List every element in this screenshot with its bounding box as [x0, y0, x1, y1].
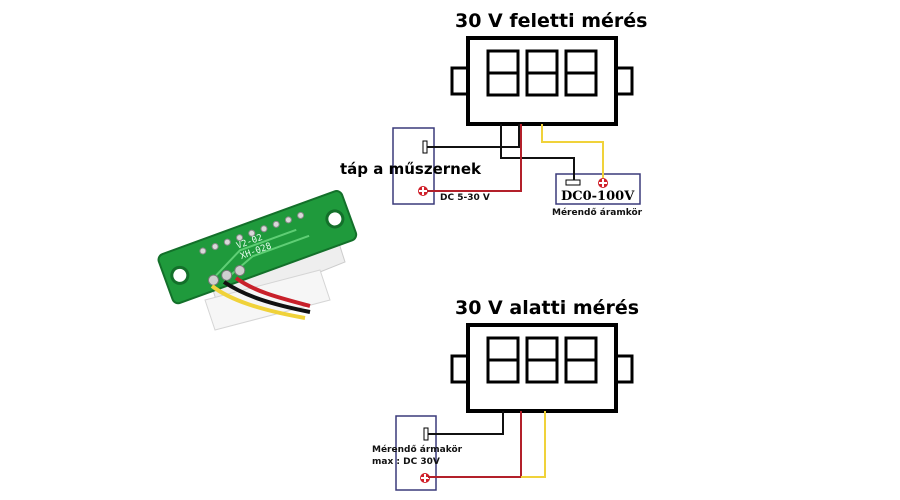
top-black-wire-supply: [427, 124, 520, 148]
bottom-minus-terminal: [423, 427, 429, 441]
top-red-wire: [427, 124, 522, 192]
pcb-board: [157, 190, 358, 305]
voltmeter-pcb-photo: [157, 190, 358, 331]
supply-minus-terminal: [422, 140, 428, 154]
bottom-red-wire: [428, 411, 522, 478]
supply-caption: táp a műszernek: [340, 160, 481, 178]
bottom-plus-icon: [420, 473, 430, 483]
top-source-box: [555, 173, 641, 205]
bottom-diagram: [395, 323, 634, 491]
top-yellow-wire: [541, 124, 604, 178]
bottom-source-caption-2: max : DC 30V: [372, 457, 440, 467]
bottom-yellow-wire: [521, 411, 546, 478]
top-display-module: [450, 36, 634, 126]
bottom-title: 30 V alatti mérés: [455, 297, 640, 319]
source-minus-terminal: [565, 179, 581, 186]
mounting-hole-right: [325, 209, 345, 229]
top-diagram: [392, 36, 641, 205]
mounting-hole-left: [170, 265, 190, 285]
solder-pads: [199, 211, 305, 255]
source-caption-label: Mérendő áramkör: [552, 208, 643, 218]
bottom-black-wire: [428, 411, 504, 435]
supply-voltage-label: DC 5-30 V: [440, 193, 490, 203]
source-plus-icon: [598, 178, 608, 188]
source-name-label: DC0-100V: [561, 189, 635, 204]
supply-plus-icon: [418, 186, 428, 196]
top-black-wire-source: [500, 124, 575, 180]
bottom-source-caption-1: Mérendő ármakör: [372, 445, 463, 455]
bottom-display-module: [450, 323, 634, 413]
top-title: 30 V feletti mérés: [455, 10, 648, 32]
